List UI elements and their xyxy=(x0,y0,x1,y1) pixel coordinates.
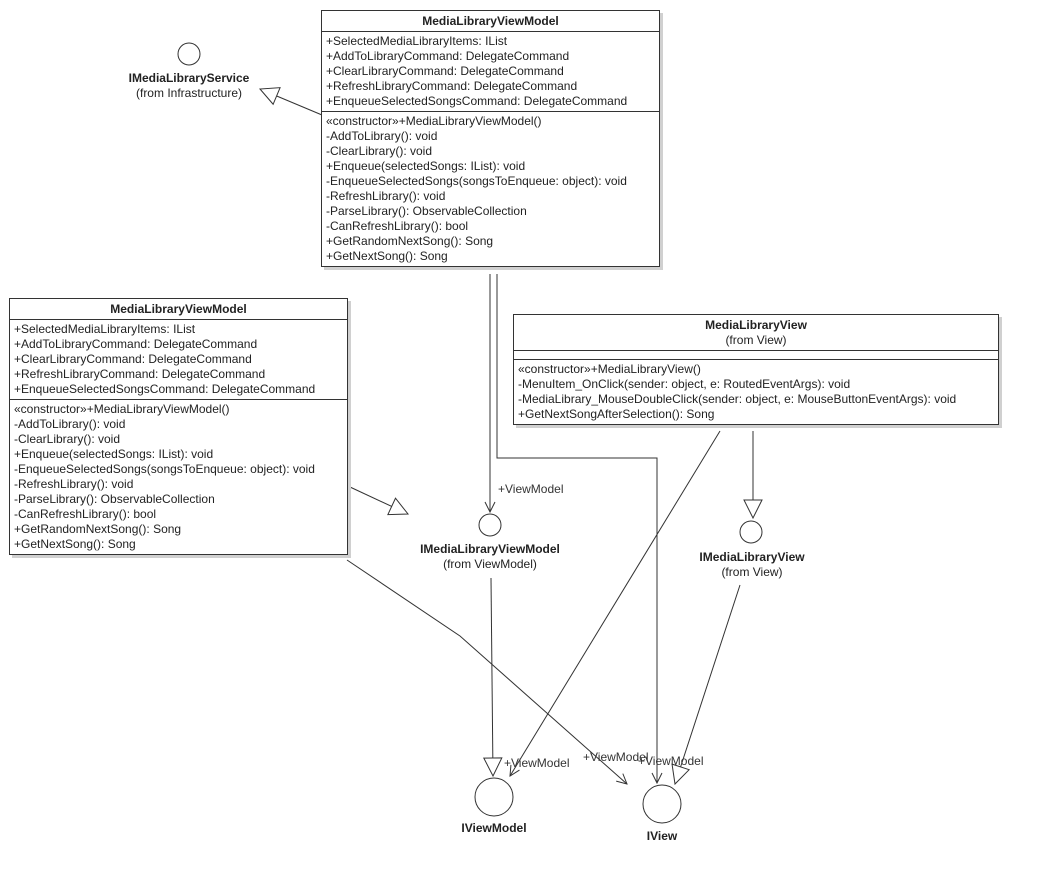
iview-model-circle[interactable] xyxy=(474,777,514,817)
attribute-row[interactable]: +AddToLibraryCommand: DelegateCommand xyxy=(14,337,258,351)
imedia-library-service-circle[interactable] xyxy=(177,42,201,66)
interface-imedia-library-service[interactable]: IMediaLibraryService (from Infrastructur… xyxy=(114,71,264,101)
attributes-section: +SelectedMediaLibraryItems: IList+AddToL… xyxy=(322,32,659,112)
operations-section: «constructor»+MediaLibraryViewModel()-Ad… xyxy=(10,400,347,554)
edge-label-viewmodel: +ViewModel xyxy=(583,750,649,764)
attribute-row[interactable]: +RefreshLibraryCommand: DelegateCommand xyxy=(326,79,578,93)
class-package: (from View) xyxy=(725,333,787,347)
attribute-row[interactable]: +ClearLibraryCommand: DelegateCommand xyxy=(326,64,564,78)
operation-row[interactable]: -ClearLibrary(): void xyxy=(14,432,121,446)
operations-section: «constructor»+MediaLibraryViewModel()-Ad… xyxy=(322,112,659,266)
operation-row[interactable]: «constructor»+MediaLibraryView() xyxy=(518,362,701,376)
operation-row[interactable]: -ParseLibrary(): ObservableCollection xyxy=(326,204,527,218)
operation-row[interactable]: +GetRandomNextSong(): Song xyxy=(326,234,494,248)
operations-section: «constructor»+MediaLibraryView()-MenuIte… xyxy=(514,360,998,424)
attribute-row[interactable]: +EnqueueSelectedSongsCommand: DelegateCo… xyxy=(14,382,316,396)
operation-row[interactable]: +GetNextSong(): Song xyxy=(326,249,448,263)
operation-row[interactable]: -CanRefreshLibrary(): bool xyxy=(14,507,157,521)
operation-row[interactable]: -AddToLibrary(): void xyxy=(14,417,126,431)
operation-row[interactable]: +Enqueue(selectedSongs: IList): void xyxy=(14,447,214,461)
interface-name: IMediaLibraryView xyxy=(699,550,805,564)
class-header: MediaLibraryViewModel xyxy=(322,11,659,32)
interface-package: (from View) xyxy=(721,565,783,579)
operation-row[interactable]: +Enqueue(selectedSongs: IList): void xyxy=(326,159,526,173)
edge-label-viewmodel: +ViewModel xyxy=(638,754,704,768)
operation-row[interactable]: -RefreshLibrary(): void xyxy=(326,189,446,203)
class-name: MediaLibraryView xyxy=(705,318,807,332)
operation-row[interactable]: -RefreshLibrary(): void xyxy=(14,477,134,491)
class-name: MediaLibraryViewModel xyxy=(110,302,247,316)
interface-iview[interactable]: IView xyxy=(622,829,702,844)
iview-circle[interactable] xyxy=(642,784,682,824)
interface-name: IViewModel xyxy=(461,821,527,835)
operation-row[interactable]: -ParseLibrary(): ObservableCollection xyxy=(14,492,215,506)
edge-label-viewmodel: +ViewModel xyxy=(498,482,564,496)
attributes-section: +SelectedMediaLibraryItems: IList+AddToL… xyxy=(10,320,347,400)
operation-row[interactable]: «constructor»+MediaLibraryViewModel() xyxy=(14,402,230,416)
operation-row[interactable]: -MediaLibrary_MouseDoubleClick(sender: o… xyxy=(518,392,957,406)
attribute-row[interactable]: +RefreshLibraryCommand: DelegateCommand xyxy=(14,367,266,381)
interface-imedia-library-view[interactable]: IMediaLibraryView (from View) xyxy=(682,550,822,580)
assoc-vmleft-iview xyxy=(346,559,627,784)
operation-row[interactable]: -EnqueueSelectedSongs(songsToEnqueue: ob… xyxy=(14,462,315,476)
class-media-library-view[interactable]: MediaLibraryView (from View) «constructo… xyxy=(513,314,999,425)
imedia-library-view-model-circle[interactable] xyxy=(478,513,502,537)
edge-label-viewmodel: +ViewModel xyxy=(504,756,570,770)
class-media-library-view-model-top[interactable]: MediaLibraryViewModel +SelectedMediaLibr… xyxy=(321,10,660,267)
class-media-library-view-model-left[interactable]: MediaLibraryViewModel +SelectedMediaLibr… xyxy=(9,298,348,555)
attributes-section xyxy=(514,351,998,360)
class-header: MediaLibraryView (from View) xyxy=(514,315,998,351)
realization-vmleft-imedialibraryviewmodel xyxy=(349,486,408,514)
operation-row[interactable]: +GetNextSongAfterSelection(): Song xyxy=(518,407,715,421)
interface-package: (from Infrastructure) xyxy=(135,86,243,100)
realization-vmtop-imedialibraryservice xyxy=(260,89,323,116)
attribute-row[interactable]: +EnqueueSelectedSongsCommand: DelegateCo… xyxy=(326,94,628,108)
interface-name: IMediaLibraryViewModel xyxy=(420,542,560,556)
operation-row[interactable]: -EnqueueSelectedSongs(songsToEnqueue: ob… xyxy=(326,174,627,188)
interface-name: IView xyxy=(646,829,678,843)
attribute-row[interactable]: +AddToLibraryCommand: DelegateCommand xyxy=(326,49,570,63)
class-name: MediaLibraryViewModel xyxy=(422,14,559,28)
operation-row[interactable]: +GetNextSong(): Song xyxy=(14,537,136,551)
realization-imedialibraryview-iview xyxy=(675,584,741,784)
realization-imedialibraryviewmodel-iviewmodel xyxy=(491,577,493,776)
assoc-view-iviewmodel xyxy=(510,430,721,776)
operation-row[interactable]: -AddToLibrary(): void xyxy=(326,129,438,143)
attribute-row[interactable]: +SelectedMediaLibraryItems: IList xyxy=(14,322,196,336)
interface-imedia-library-view-model[interactable]: IMediaLibraryViewModel (from ViewModel) xyxy=(400,542,580,572)
operation-row[interactable]: -ClearLibrary(): void xyxy=(326,144,433,158)
attribute-row[interactable]: +SelectedMediaLibraryItems: IList xyxy=(326,34,508,48)
operation-row[interactable]: +GetRandomNextSong(): Song xyxy=(14,522,182,536)
attribute-row[interactable]: +ClearLibraryCommand: DelegateCommand xyxy=(14,352,252,366)
operation-row[interactable]: «constructor»+MediaLibraryViewModel() xyxy=(326,114,542,128)
operation-row[interactable]: -MenuItem_OnClick(sender: object, e: Rou… xyxy=(518,377,851,391)
interface-iview-model[interactable]: IViewModel xyxy=(444,821,544,836)
class-header: MediaLibraryViewModel xyxy=(10,299,347,320)
operation-row[interactable]: -CanRefreshLibrary(): bool xyxy=(326,219,469,233)
interface-package: (from ViewModel) xyxy=(443,557,537,571)
assoc-vmtop-iview xyxy=(496,274,657,783)
interface-name: IMediaLibraryService xyxy=(128,71,250,85)
imedia-library-view-circle[interactable] xyxy=(739,520,763,544)
